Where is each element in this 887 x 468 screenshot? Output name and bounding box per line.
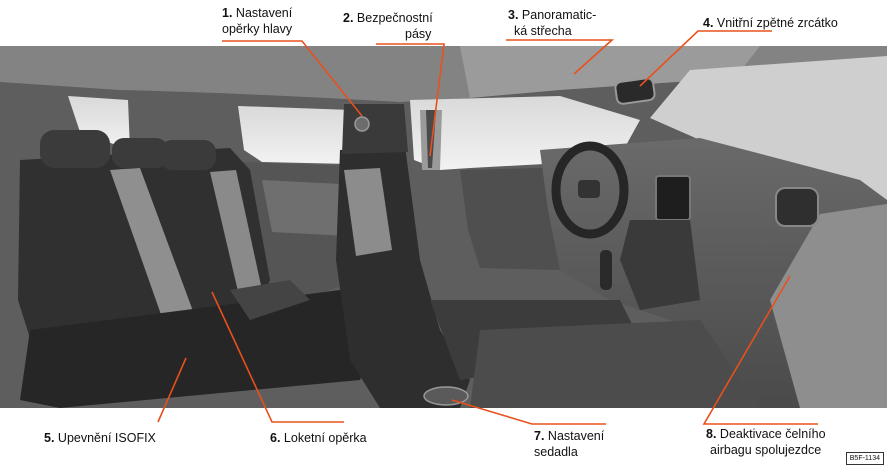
- callout-4-rear-view-mirror: 4. Vnitřní zpětné zrcátko: [703, 16, 838, 30]
- headrest-button-icon: [354, 116, 370, 132]
- windscreen: [650, 56, 887, 200]
- rear-seat-bolster: [110, 168, 200, 340]
- rear-headrest-middle: [112, 138, 168, 168]
- callout-6-armrest: 6. Loketní opěrka: [270, 431, 367, 445]
- callout-7-seat-adjust: 7. Nastavení sedadla: [534, 429, 605, 459]
- rear-door-trim: [262, 180, 348, 236]
- front-seat-bolster: [344, 168, 392, 256]
- leader-line-7: [451, 399, 606, 425]
- floor: [470, 320, 760, 408]
- leader-line-5: [157, 357, 187, 423]
- gear-lever: [600, 250, 612, 290]
- rear-quarter-window: [68, 96, 130, 150]
- callout-5-isofix: 5. Upevnění ISOFIX: [44, 431, 156, 445]
- leader-line-1: [222, 40, 363, 117]
- rear-headrest-left: [40, 130, 110, 168]
- steering-hub: [578, 180, 600, 198]
- center-console: [620, 220, 700, 310]
- leader-lines: [157, 30, 818, 425]
- leader-line-2: [376, 43, 445, 157]
- callout-8-airbag-deactivation: 8. Deaktivace čelního airbagu spolujezdc…: [706, 427, 826, 457]
- callout-2-seat-belts: 2. Bezpečnostní pásy: [343, 11, 433, 41]
- rear-armrest: [230, 280, 310, 320]
- leader-line-4: [639, 30, 772, 87]
- callout-3-panoramic-roof: 3. Panoramatic- ká střecha: [508, 8, 597, 38]
- rear-headrest-right: [160, 140, 216, 170]
- seat-adjust-lever: [423, 386, 469, 406]
- callout-1-headrest-adjust: 1. Nastavení opěrky hlavy: [222, 6, 293, 36]
- rear-view-mirror: [614, 77, 656, 105]
- rear-seat-bolster-right: [210, 170, 262, 300]
- panoramic-roof-shape: [460, 46, 760, 98]
- passenger-dash-panel: [770, 204, 887, 408]
- leader-line-6: [211, 291, 344, 423]
- leader-line-3: [506, 39, 615, 75]
- front-headrest: [342, 104, 408, 154]
- rear-seat-cushion: [20, 290, 380, 408]
- infotainment-screen: [655, 175, 691, 221]
- leader-line-8: [702, 275, 818, 425]
- image-reference-code: B5F-1134: [845, 452, 884, 465]
- steering-wheel-icon: [551, 141, 629, 239]
- rear-door-window: [238, 106, 352, 164]
- air-vent-icon: [775, 187, 819, 227]
